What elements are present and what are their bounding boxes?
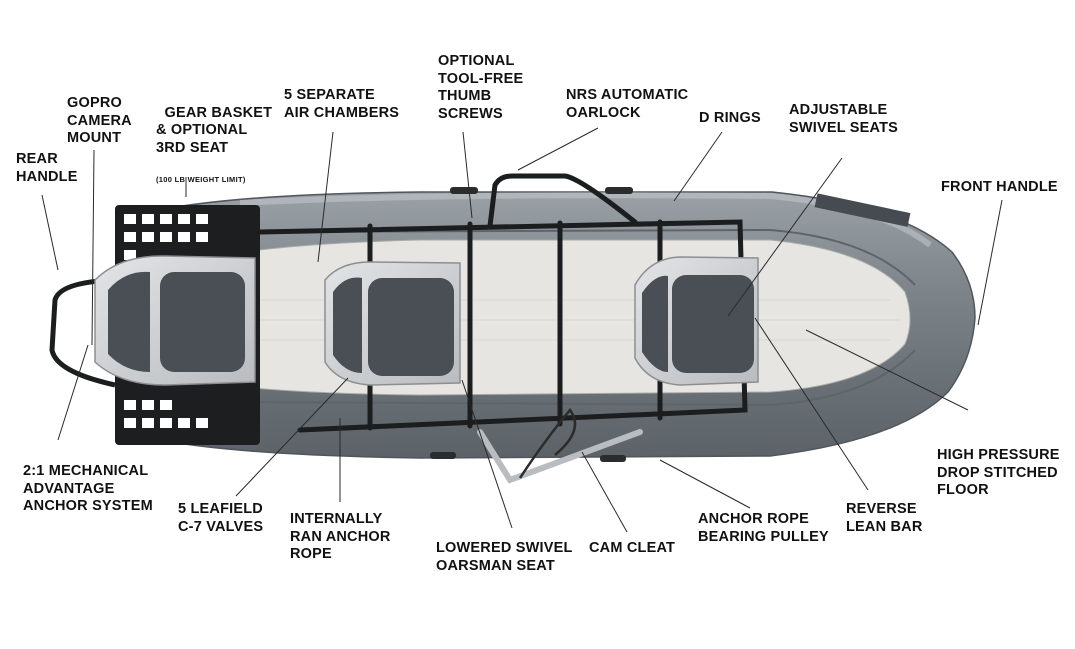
label-lean-bar: REVERSE LEAN BAR <box>846 501 923 535</box>
label-swivel-seats: ADJUSTABLE SWIVEL SEATS <box>789 102 899 136</box>
middle-seat <box>324 261 461 386</box>
drop-stitch-floor <box>189 239 911 396</box>
label-gear-basket-note: (100 LB WEIGHT LIMIT) <box>156 174 246 184</box>
front-seat <box>634 256 759 386</box>
leader-d-rings <box>673 131 723 202</box>
label-thumb-screws: OPTIONAL TOOL-FREE THUMB SCREWS <box>438 53 524 122</box>
label-gopro-mount: GOPRO CAMERA MOUNT <box>67 95 132 146</box>
leader-cam-cleat <box>581 451 628 533</box>
label-gear-basket-title: GEAR BASKET & OPTIONAL 3RD SEAT <box>156 104 273 156</box>
label-oarlock: NRS AUTOMATIC OARLOCK <box>566 87 689 121</box>
leader-lean-bar <box>754 317 869 491</box>
leader-swivel-seats <box>727 157 843 317</box>
d-rings <box>430 187 633 462</box>
leader-rear-handle <box>41 194 59 271</box>
leader-lines <box>41 127 1003 533</box>
leader-anchor-system <box>57 344 89 441</box>
leader-oarlock <box>517 127 599 171</box>
label-air-chambers: 5 SEPARATE AIR CHAMBERS <box>284 87 400 121</box>
leader-thumb-screws <box>462 131 473 219</box>
leader-front-handle <box>977 199 1003 326</box>
leader-valves <box>235 377 349 497</box>
label-anchor-system: 2:1 MECHANICAL ADVANTAGE ANCHOR SYSTEM <box>23 463 153 514</box>
label-cam-cleat: CAM CLEAT <box>589 540 676 556</box>
label-d-rings: D RINGS <box>699 110 761 126</box>
inner-tube-edge-bottom <box>239 349 916 407</box>
rear-handle <box>49 277 116 388</box>
brand-decal <box>814 193 911 227</box>
label-pulley: ANCHOR ROPE BEARING PULLEY <box>698 511 829 545</box>
rear-seat <box>94 255 256 386</box>
leader-floor <box>805 329 969 411</box>
oarlock-arm <box>487 173 638 229</box>
leader-gopro <box>91 149 95 346</box>
leader-pulley <box>659 459 751 509</box>
label-gear-basket: GEAR BASKET & OPTIONAL 3RD SEAT (100 LB … <box>156 87 272 202</box>
label-oarsman-seat: LOWERED SWIVEL OARSMAN SEAT <box>436 540 573 574</box>
leader-air-chambers <box>317 131 334 263</box>
label-rear-handle: REAR HANDLE <box>16 151 78 185</box>
label-floor: HIGH PRESSURE DROP STITCHED FLOOR <box>937 447 1060 498</box>
leader-oarsman-seat <box>461 379 513 529</box>
label-anchor-rope: INTERNALLY RAN ANCHOR ROPE <box>290 511 391 562</box>
anchor-arm <box>477 429 643 484</box>
label-front-handle: FRONT HANDLE <box>941 179 1058 195</box>
anchor-rope <box>518 407 577 479</box>
label-valves: 5 LEAFIELD C-7 VALVES <box>178 501 264 535</box>
inner-tube-edge <box>239 228 916 286</box>
